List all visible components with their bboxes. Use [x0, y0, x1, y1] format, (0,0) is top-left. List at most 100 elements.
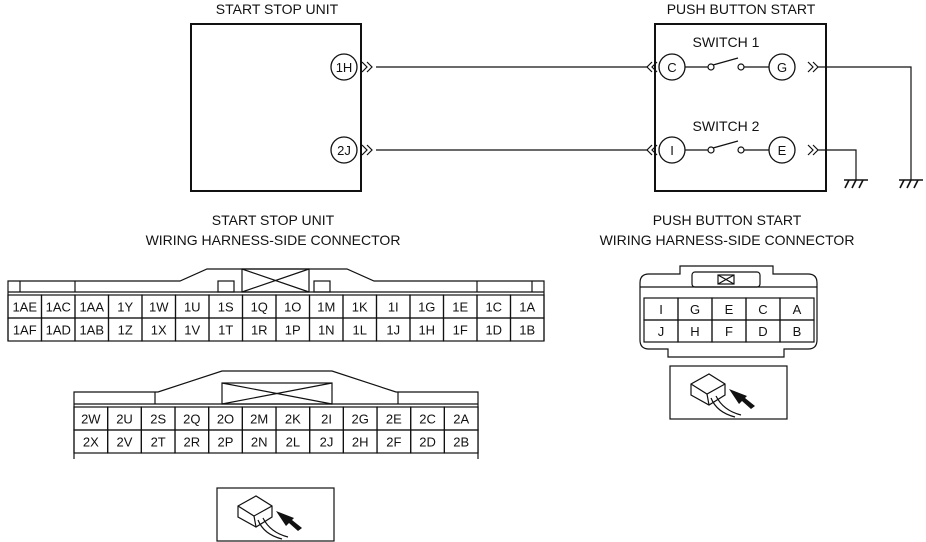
ssu-connector-1 — [7, 268, 545, 341]
ssu-connector-title-2: WIRING HARNESS-SIDE CONNECTOR — [146, 232, 401, 248]
ssu-connector-2-latch — [221, 382, 333, 405]
ssu-connector-2-pin-label: 2E — [386, 412, 402, 427]
pin-e-label: E — [778, 143, 787, 158]
ssu-connector-1-key-right — [313, 280, 331, 293]
pin-2j-label: 2J — [337, 143, 351, 158]
ssu-connector-1-pin-label: 1K — [352, 300, 368, 315]
ssu-connector-1-pin-label: 1AB — [79, 323, 104, 338]
pbs-connector-pin-label: D — [758, 324, 767, 339]
connector-mark-2j — [361, 144, 373, 156]
connector-mark-c — [646, 61, 658, 73]
pin-g-label: G — [777, 60, 787, 75]
ssu-connector-1-pin-label: 1P — [285, 323, 301, 338]
switch-1-contact-left — [707, 63, 715, 71]
ssu-connector-2-pin-label: 2L — [286, 435, 300, 450]
pin-i-label: I — [670, 143, 674, 158]
start-stop-unit: START STOP UNIT 1H 2J — [190, 1, 362, 192]
ssu-connector-1-pin-label: 1M — [317, 300, 335, 315]
ssu-connector-1-pin-label: 1R — [251, 323, 268, 338]
ssu-connector-2-cell — [443, 429, 479, 454]
pbs-connector-pin-label: B — [793, 324, 802, 339]
ssu-connector-1-cell — [509, 317, 545, 342]
ssu-connector-1-pin-label: 1A — [519, 300, 535, 315]
pbs-connector-pin-label: H — [690, 324, 699, 339]
ssu-connector-2-pin-label: 2I — [321, 412, 332, 427]
ssu-connector-1-pin-label: 1I — [388, 300, 399, 315]
pbs-connector-housing — [639, 265, 818, 358]
pbs-connector-title-2: WIRING HARNESS-SIDE CONNECTOR — [600, 232, 855, 248]
switch-2-contact-right — [737, 146, 745, 154]
ssu-connector-2-pin-label: 2W — [81, 412, 101, 427]
ssu-connector-2-pin-label: 2G — [352, 412, 369, 427]
ssu-connector-2-pin-label: 2F — [386, 435, 401, 450]
ssu-connector-1-pin-label: 1V — [184, 323, 200, 338]
ssu-connector-2-pin-label: 2R — [184, 435, 201, 450]
ssu-connector-2-pin-label: 2A — [453, 412, 469, 427]
ssu-connector-2-pin-label: 2Q — [183, 412, 200, 427]
switch-2-label: SWITCH 2 — [693, 118, 760, 134]
start-stop-unit-title: START STOP UNIT — [216, 1, 339, 17]
ssu-connector-1-pin-label: 1B — [519, 323, 535, 338]
pin-1h-label: 1H — [336, 60, 353, 75]
pbs-connector-title-1: PUSH BUTTON START — [653, 212, 802, 228]
push-button-start: PUSH BUTTON START SWITCH 1 C G SWITCH 2 … — [654, 1, 827, 192]
connector-mark-1h — [361, 61, 373, 73]
ssu-view-direction-icon — [216, 487, 335, 542]
ssu-connector-1-pin-label: 1Y — [117, 300, 133, 315]
pbs-view-direction-icon — [669, 365, 788, 420]
ssu-connector-2-pin-label: 2X — [83, 435, 99, 450]
ssu-connector-2-pin-label: 2B — [453, 435, 469, 450]
ssu-connector-2 — [73, 370, 479, 459]
ssu-connector-1-pin-label: 1AD — [46, 323, 71, 338]
ground-symbol-2 — [899, 179, 923, 189]
ssu-connector-2-pin-label: 2K — [285, 412, 301, 427]
switch-1-blade — [712, 57, 739, 66]
pin-e-circle — [768, 136, 796, 164]
ssu-connector-2-pin-label: 2S — [150, 412, 166, 427]
ssu-connector-1-pin-label: 1D — [485, 323, 502, 338]
wire-e-to-ground — [818, 149, 857, 180]
ssu-connector-1-pin-label: 1AE — [12, 300, 37, 315]
pbs-connector-latch-mark — [717, 274, 735, 285]
switch-2-blade — [712, 140, 739, 149]
connector-mark-g — [807, 61, 819, 73]
ssu-connector-1-pin-label: 1C — [485, 300, 502, 315]
ssu-connector-title-1: START STOP UNIT — [212, 212, 335, 228]
ssu-connector-2-pin-label: 2P — [218, 435, 234, 450]
ssu-connector-2-pin-label: 2J — [320, 435, 334, 450]
ssu-connector-1-pin-label: 1F — [453, 323, 468, 338]
ssu-connector-2-pin-label: 2C — [419, 412, 436, 427]
switch-1-label: SWITCH 1 — [693, 34, 760, 50]
ssu-connector-1-pin-label: 1L — [353, 323, 367, 338]
pbs-connector-pin-label: F — [725, 324, 733, 339]
pbs-connector-pin-label: I — [659, 302, 663, 317]
ssu-connector-2-pin-label: 2D — [419, 435, 436, 450]
pbs-connector-latch — [691, 271, 761, 288]
ssu-connector-2-pin-label: 2T — [151, 435, 166, 450]
pbs-connector-pin-label: E — [725, 302, 734, 317]
wires — [361, 61, 912, 180]
connector-mark-e — [807, 144, 819, 156]
ssu-connector-1-pin-label: 1N — [318, 323, 335, 338]
ssu-connector-1-latch — [241, 268, 310, 293]
pbs-connector — [639, 265, 818, 358]
push-button-start-title: PUSH BUTTON START — [667, 1, 816, 17]
ssu-connector-2-pin-label: 2V — [117, 435, 133, 450]
pbs-connector-pin-label: C — [758, 302, 767, 317]
ground-symbol-1 — [844, 179, 868, 189]
pin-g-circle — [768, 53, 796, 81]
ssu-connector-1-pin-label: 1O — [284, 300, 301, 315]
connector-mark-i — [646, 144, 658, 156]
push-button-start-box — [654, 23, 827, 192]
ssu-connector-1-pin-label: 1W — [149, 300, 169, 315]
ssu-connector-2-pin-label: 2U — [116, 412, 133, 427]
pbs-connector-pin-label: A — [793, 302, 802, 317]
ssu-connector-2-pin-label: 2O — [217, 412, 234, 427]
ssu-connector-1-pin-label: 1S — [218, 300, 234, 315]
ssu-connector-1-pin-label: 1AF — [13, 323, 37, 338]
pin-2j-circle — [330, 136, 358, 164]
